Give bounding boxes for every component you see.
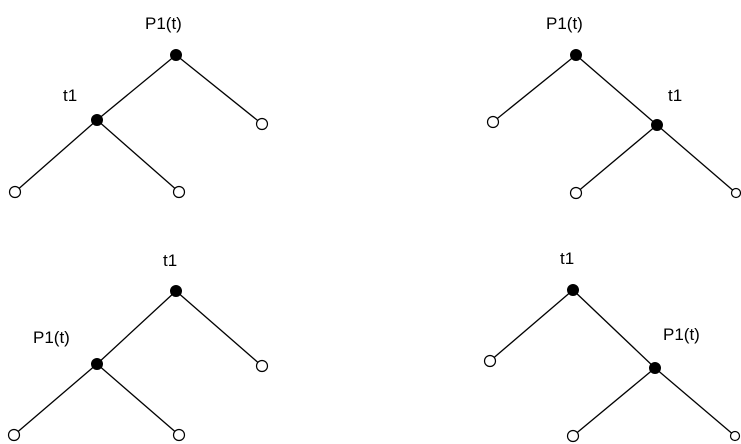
root-node xyxy=(170,285,182,297)
tree-bottom-left: t1 P1(t) xyxy=(7,251,269,442)
edge-root-child xyxy=(96,54,177,121)
root-label: t1 xyxy=(560,249,574,268)
edge-child-leaf-left xyxy=(14,119,98,193)
root-node xyxy=(570,49,582,61)
leaf-node xyxy=(566,429,580,443)
child-node xyxy=(91,358,103,370)
leaf-node xyxy=(255,359,269,373)
edge-child-leaf-right xyxy=(656,124,737,194)
edge-child-leaf-left xyxy=(13,363,98,436)
edge-root-child xyxy=(575,54,658,126)
child-node xyxy=(651,119,663,131)
leaf-node xyxy=(730,187,741,199)
root-node xyxy=(170,49,182,61)
tree-top-right: P1(t) t1 xyxy=(486,14,741,200)
child-label: P1(t) xyxy=(33,328,70,347)
child-node xyxy=(91,114,103,126)
root-label: t1 xyxy=(163,251,177,270)
leaf-node xyxy=(486,115,500,129)
edge-child-leaf-left xyxy=(575,124,658,194)
edge-root-leaf xyxy=(175,54,263,125)
leaf-node xyxy=(8,185,22,199)
leaf-node xyxy=(569,186,583,200)
edge-child-leaf-right xyxy=(654,367,736,437)
tree-top-left: P1(t) t1 xyxy=(8,14,269,199)
edge-child-leaf-right xyxy=(96,363,180,436)
root-label: P1(t) xyxy=(546,14,583,33)
leaf-node xyxy=(7,428,21,442)
leaf-node xyxy=(172,185,186,199)
root-label: P1(t) xyxy=(145,14,182,33)
leaf-node xyxy=(255,117,269,131)
edge-root-leaf xyxy=(175,290,263,367)
child-label: P1(t) xyxy=(663,325,700,344)
edge-root-child xyxy=(96,290,177,365)
edge-root-child xyxy=(572,289,656,369)
child-label: t1 xyxy=(668,86,682,105)
leaf-node xyxy=(729,430,741,442)
tree-bottom-right: t1 P1(t) xyxy=(483,249,741,443)
leaf-node xyxy=(172,428,186,442)
child-label: t1 xyxy=(63,86,77,105)
child-node xyxy=(649,362,661,374)
edge-root-leaf xyxy=(492,54,577,123)
root-node xyxy=(567,284,579,296)
edge-child-leaf-left xyxy=(572,367,656,437)
edge-root-leaf xyxy=(489,289,574,362)
edge-child-leaf-right xyxy=(96,119,180,193)
leaf-node xyxy=(483,354,497,368)
